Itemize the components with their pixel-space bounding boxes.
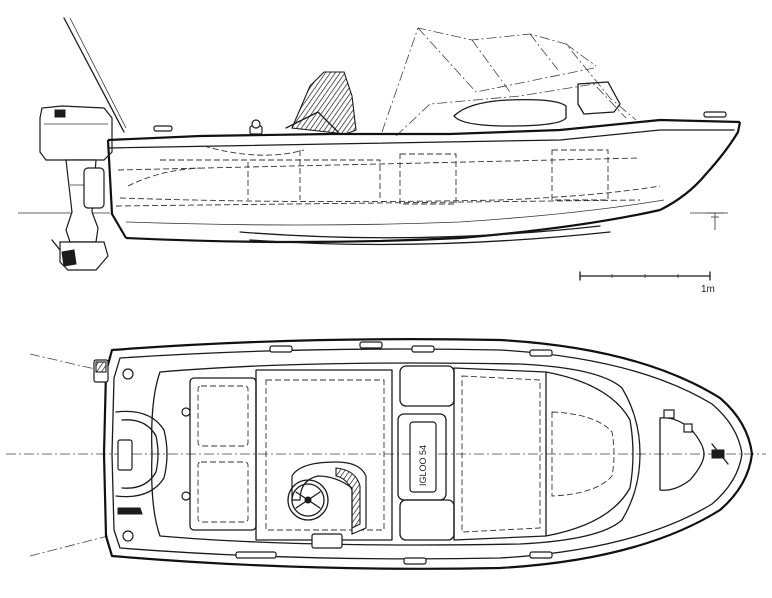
transom: [106, 139, 127, 239]
v-berth: [453, 367, 634, 541]
outboard-motor: [39, 105, 113, 271]
scale-label: 1m: [701, 284, 715, 295]
bow-cleat-left-icon: [663, 409, 675, 419]
fore-hatch: [659, 417, 705, 491]
cockpit-floor: [255, 369, 393, 541]
helm-seat: [291, 461, 367, 549]
deck-fitting-icon: [122, 368, 134, 380]
hull-plate-label: IGLOO 54: [418, 445, 428, 486]
interior-hidden-lines: [115, 145, 661, 207]
stern-cleat-icon: [153, 125, 173, 132]
bow-cleat-icon: [703, 111, 727, 118]
side-profile-view: 1m: [18, 17, 742, 295]
canopy-frame: [381, 27, 637, 137]
antenna: [63, 17, 125, 133]
waterline-marker-icon: [706, 212, 724, 230]
gunwale: [107, 118, 741, 142]
fuel-filler-icon: [93, 359, 109, 383]
top-plan-view: IGLOO 54: [6, 338, 766, 570]
keel-line: [125, 208, 661, 244]
cabin-windows: [453, 81, 621, 127]
seat-back: [249, 71, 357, 135]
bow-stem: [659, 121, 742, 211]
steering-wheel-icon: [287, 479, 329, 521]
hull-outline: [102, 338, 754, 570]
deck-outline: [151, 362, 641, 546]
bow-fairlead-icon: [711, 449, 725, 459]
stern-cleat-plan-icon: [117, 507, 143, 515]
scale-bar: [579, 271, 711, 281]
motor-well: [115, 410, 168, 498]
center-console: [397, 365, 455, 541]
